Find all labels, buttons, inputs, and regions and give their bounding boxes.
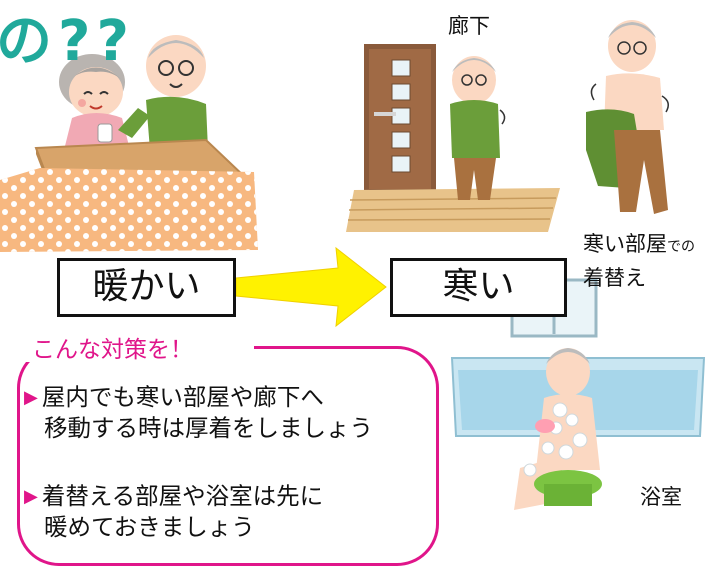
tip-line: 移動する時は厚着をしましょう: [44, 414, 373, 442]
cold-room-label: 寒い部屋での: [583, 228, 695, 258]
kotatsu-scene: [0, 35, 258, 252]
cold-room-label-main: 寒い部屋: [583, 232, 667, 256]
grandfather-figure: [118, 35, 208, 150]
tips-title-background: [26, 336, 254, 362]
triangle-bullet-icon: ▶: [24, 387, 38, 408]
tip-item: ▶屋内でも寒い部屋や廊下へ 移動する時は厚着をしましょう: [24, 383, 373, 443]
cold-room-label-suffix: での: [667, 239, 695, 255]
changing-label: 着替え: [583, 266, 646, 290]
cold-box: 寒い: [390, 258, 567, 317]
triangle-bullet-icon: ▶: [24, 486, 38, 507]
grandmother-figure: [59, 54, 130, 150]
hallway-scene: [346, 44, 560, 232]
tip-item: ▶着替える部屋や浴室は先に 暖めておきましょう: [24, 482, 323, 542]
hallway-label: 廊下: [448, 14, 490, 38]
changing-man-figure: [586, 20, 669, 214]
warm-to-cold-arrow: [235, 246, 387, 328]
tips-title: こんな対策を！: [32, 337, 193, 363]
bathroom-scene: [450, 278, 706, 510]
tip-line: 着替える部屋や浴室は先に: [41, 482, 324, 510]
illustration-canvas: [0, 20, 706, 510]
page-heading: の??: [0, 9, 135, 74]
warm-box: 暖かい: [57, 258, 236, 317]
bathroom-label: 浴室: [640, 485, 682, 509]
tip-line: 暖めておきましょう: [44, 513, 255, 541]
hallway-man-figure: [450, 56, 506, 200]
tip-line: 屋内でも寒い部屋や廊下へ: [41, 383, 324, 411]
